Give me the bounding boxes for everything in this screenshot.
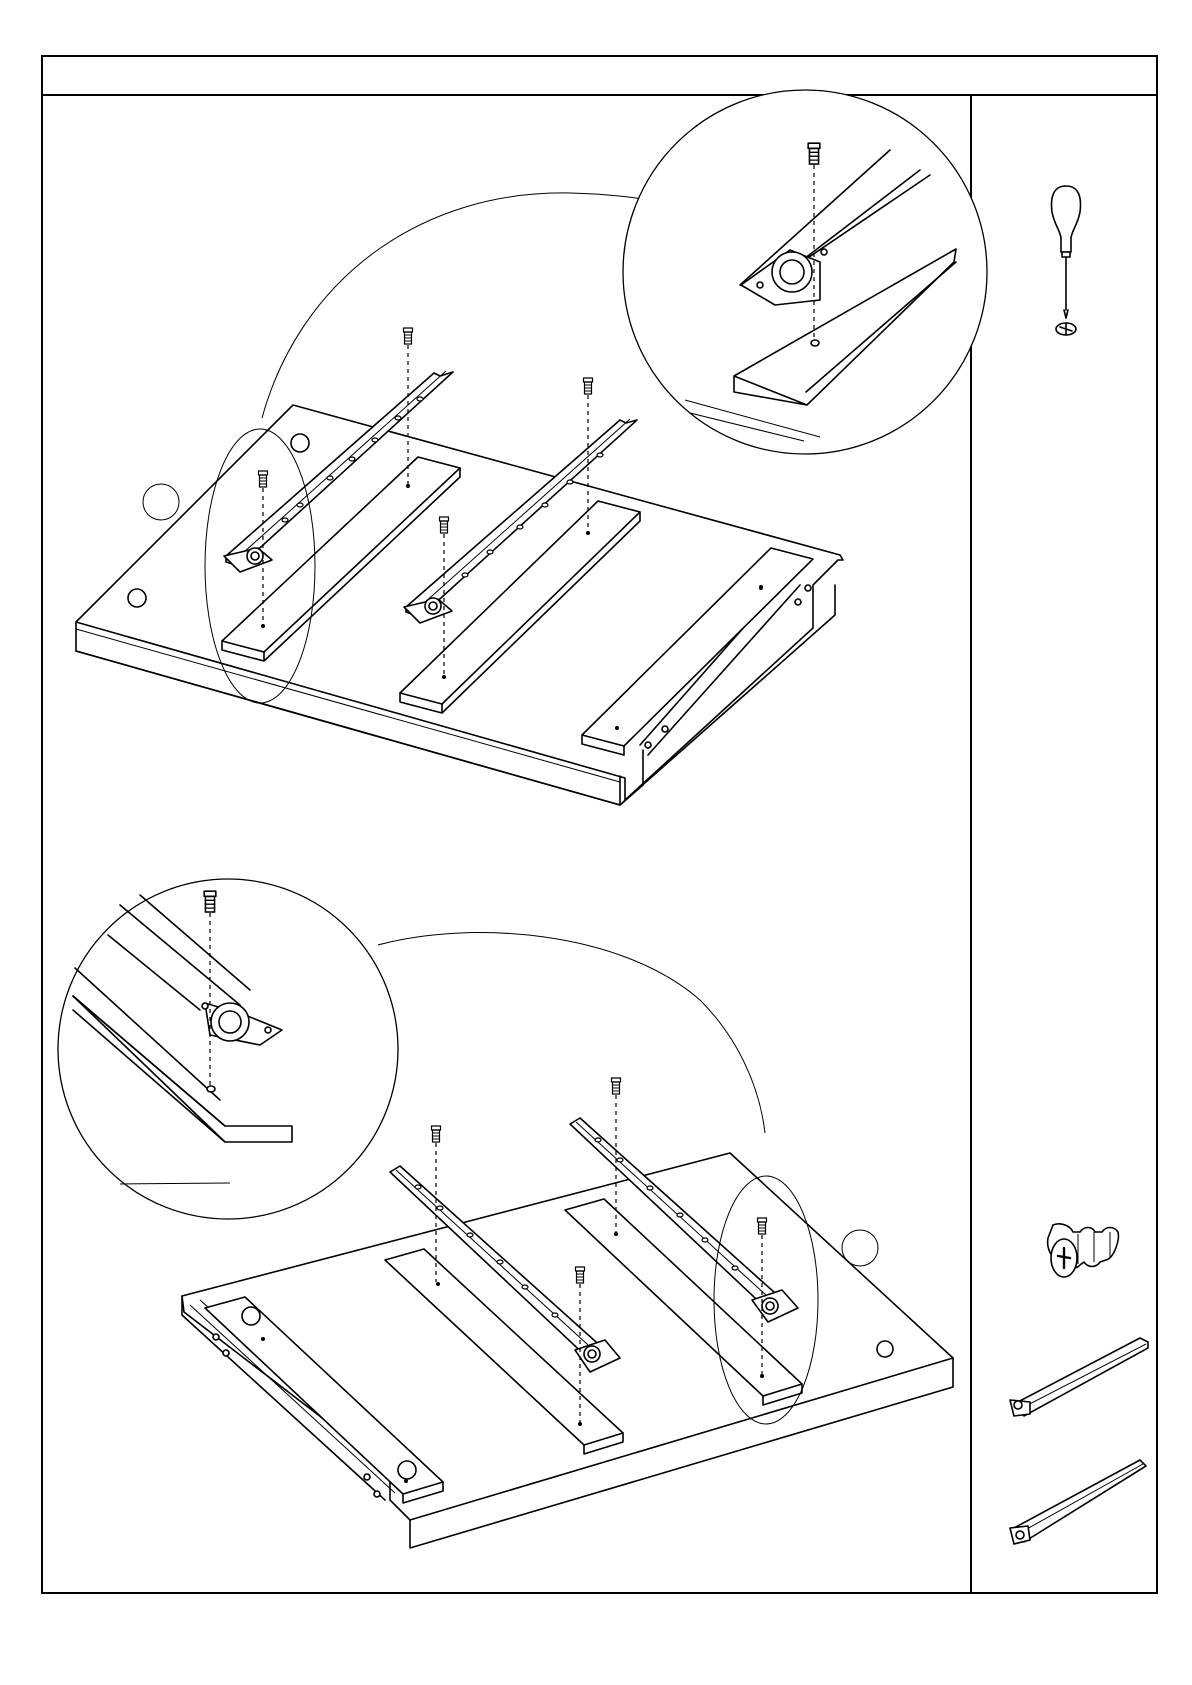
detail-zoom-lower [58, 879, 398, 1219]
step-marker-upper [143, 484, 179, 520]
drawer-slide-icon [1010, 1338, 1148, 1416]
step-marker-lower [842, 1230, 878, 1266]
upper-panel [76, 90, 987, 805]
callout-arc [378, 933, 765, 1133]
detail-zoom-upper [623, 90, 987, 454]
drawer-slide-icon [1010, 1460, 1146, 1544]
screwdriver-icon [1052, 186, 1081, 318]
lower-panel [58, 879, 953, 1548]
phillips-tip-icon [1056, 323, 1076, 335]
callout-arc [262, 193, 652, 418]
sidebar [1010, 186, 1148, 1544]
screw-icon [1048, 1224, 1119, 1277]
